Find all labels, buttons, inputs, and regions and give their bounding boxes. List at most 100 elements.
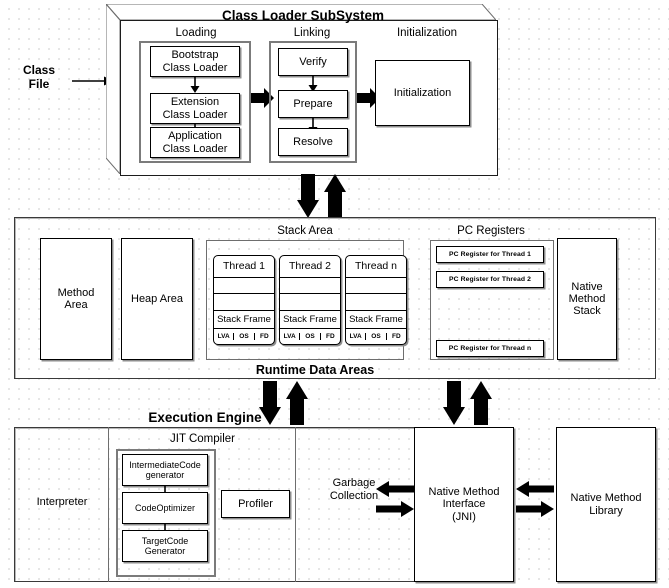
intermediate-code-generator-box[interactable]: IntermediateCode generator bbox=[122, 454, 208, 486]
intermediate-code-generator-line1: IntermediateCode bbox=[129, 459, 201, 470]
code-optimizer-label: CodeOptimizer bbox=[134, 502, 196, 513]
bootstrap-class-loader-line1: Bootstrap bbox=[171, 49, 219, 62]
verify-label: Verify bbox=[299, 55, 327, 68]
native-method-interface-box[interactable]: Native Method Interface (JNI) bbox=[414, 427, 514, 582]
class-file-line2: File bbox=[28, 77, 50, 91]
thread-card-n[interactable]: Thread n Stack Frame LVA OS FD bbox=[345, 255, 407, 345]
thread-2-cell-lva: LVA bbox=[280, 333, 301, 341]
thread-2-blank-row-2 bbox=[280, 294, 340, 311]
heap-area-box[interactable]: Heap Area bbox=[121, 238, 193, 360]
target-code-generator-box[interactable]: TargetCode Generator bbox=[122, 530, 208, 562]
thread-n-name: Thread n bbox=[346, 256, 406, 278]
jit-compiler-label: JIT Compiler bbox=[170, 433, 235, 446]
pc-registers-group-box bbox=[430, 240, 554, 360]
loading-label: Loading bbox=[175, 27, 217, 40]
resolve-box[interactable]: Resolve bbox=[278, 128, 348, 156]
thread-1-name: Thread 1 bbox=[214, 256, 274, 278]
linking-to-initialization-arrow-icon bbox=[357, 88, 380, 108]
native-method-interface-line2: Interface bbox=[442, 498, 486, 511]
jit-stages-group-box bbox=[116, 449, 216, 577]
target-code-generator-line2: Generator bbox=[144, 546, 186, 556]
thread-n-frame-cells: LVA OS FD bbox=[346, 329, 406, 344]
application-class-loader-line2: Class Loader bbox=[162, 142, 228, 155]
native-method-interface-line1: Native Method bbox=[428, 486, 500, 499]
initialization-label: Initialization bbox=[396, 27, 458, 40]
thread-2-stack-frame: Stack Frame bbox=[280, 311, 340, 330]
runtime-to-classloader-up-arrow-icon bbox=[324, 174, 346, 218]
thread-2-cell-os: OS bbox=[300, 333, 321, 341]
pc-register-thread-n[interactable]: PC Register for Thread n bbox=[436, 340, 544, 357]
garbage-collection-label: Garbage Collection bbox=[300, 470, 408, 510]
method-area-line1: Method bbox=[57, 286, 95, 299]
thread-card-2[interactable]: Thread 2 Stack Frame LVA OS FD bbox=[279, 255, 341, 345]
prepare-label: Prepare bbox=[293, 97, 333, 110]
extension-class-loader-line2: Class Loader bbox=[162, 108, 228, 121]
runtime-data-areas-panel bbox=[14, 217, 656, 379]
initialization-box-label: Initialization bbox=[393, 86, 452, 99]
thread-n-cell-os: OS bbox=[366, 333, 387, 341]
runtime-to-engine-down-arrow-left-icon bbox=[259, 381, 281, 425]
thread-n-cell-fd: FD bbox=[391, 333, 401, 341]
intermediate-code-generator-line2: generator bbox=[145, 470, 185, 480]
pc-register-thread-2[interactable]: PC Register for Thread 2 bbox=[436, 271, 544, 288]
prepare-box[interactable]: Prepare bbox=[278, 90, 348, 118]
classloader-to-runtime-down-arrow-icon bbox=[297, 174, 319, 218]
thread-n-cell-lva: LVA bbox=[346, 333, 367, 341]
native-method-stack-box[interactable]: Native Method Stack bbox=[557, 238, 617, 360]
thread-2-frame-cells: LVA OS FD bbox=[280, 329, 340, 344]
gc-to-jni-right-arrow-icon bbox=[376, 501, 414, 517]
engine-to-runtime-up-arrow-left-icon bbox=[286, 381, 308, 425]
thread-2-blank-row-1 bbox=[280, 278, 340, 295]
profiler-box[interactable]: Profiler bbox=[221, 490, 290, 518]
linking-group-box bbox=[269, 41, 357, 163]
code-optimizer-box[interactable]: CodeOptimizer bbox=[122, 492, 208, 524]
jni-to-runtime-up-arrow-icon bbox=[470, 381, 492, 425]
thread-n-stack-frame: Stack Frame bbox=[346, 311, 406, 330]
thread-2-cell-fd: FD bbox=[325, 333, 335, 341]
resolve-label: Resolve bbox=[293, 135, 333, 148]
thread-n-blank-row-2 bbox=[346, 294, 406, 311]
application-class-loader-box[interactable]: Application Class Loader bbox=[150, 127, 240, 158]
target-code-generator-line1: TargetCode bbox=[141, 535, 189, 546]
thread-1-cell-fd: FD bbox=[259, 333, 269, 341]
profiler-label: Profiler bbox=[238, 497, 273, 510]
verify-box[interactable]: Verify bbox=[278, 48, 348, 76]
extension-class-loader-box[interactable]: Extension Class Loader bbox=[150, 93, 240, 124]
pc-register-thread-1[interactable]: PC Register for Thread 1 bbox=[436, 246, 544, 263]
method-area-box[interactable]: Method Area bbox=[40, 238, 112, 360]
class-loader-subsystem-title: Class Loader SubSystem bbox=[221, 8, 385, 24]
extension-class-loader-line1: Extension bbox=[170, 96, 220, 109]
class-loader-3d-shell-icon bbox=[106, 4, 496, 174]
thread-1-cell-os: OS bbox=[234, 333, 255, 341]
thread-1-blank-row-2 bbox=[214, 294, 274, 311]
jni-to-library-right-arrow-icon bbox=[516, 501, 554, 517]
native-method-library-line1: Native Method bbox=[570, 492, 642, 505]
pc-registers-label: PC Registers bbox=[457, 225, 525, 238]
library-to-jni-left-arrow-icon bbox=[516, 481, 554, 497]
stack-area-label: Stack Area bbox=[277, 225, 333, 238]
thread-n-blank-row-1 bbox=[346, 278, 406, 295]
interpreter-label: Interpreter bbox=[36, 495, 88, 508]
bootstrap-class-loader-box[interactable]: Bootstrap Class Loader bbox=[150, 46, 240, 77]
linking-label: Linking bbox=[293, 27, 331, 40]
loading-arrow-1-icon bbox=[190, 77, 200, 93]
loading-group-box bbox=[139, 41, 251, 163]
garbage-collection-line1: Garbage bbox=[332, 477, 376, 490]
thread-1-cell-lva: LVA bbox=[214, 333, 235, 341]
application-class-loader-line1: Application bbox=[168, 130, 222, 143]
loading-to-linking-arrow-icon bbox=[251, 88, 274, 108]
native-method-stack-line2: Method bbox=[568, 292, 606, 305]
native-method-stack-line3: Stack bbox=[573, 305, 601, 318]
native-method-library-box[interactable]: Native Method Library bbox=[556, 427, 656, 582]
bootstrap-class-loader-line2: Class Loader bbox=[162, 61, 228, 74]
interpreter-divider bbox=[108, 427, 109, 582]
linking-arrow-1-icon bbox=[308, 76, 318, 92]
initialization-box[interactable]: Initialization bbox=[375, 60, 470, 126]
native-method-interface-line3: (JNI) bbox=[452, 510, 476, 523]
thread-card-1[interactable]: Thread 1 Stack Frame LVA OS FD bbox=[213, 255, 275, 345]
native-method-library-line2: Library bbox=[589, 504, 623, 517]
runtime-data-areas-title: Runtime Data Areas bbox=[255, 362, 375, 377]
class-file-line1: Class bbox=[22, 63, 56, 78]
jni-to-gc-left-arrow-icon bbox=[376, 481, 414, 497]
